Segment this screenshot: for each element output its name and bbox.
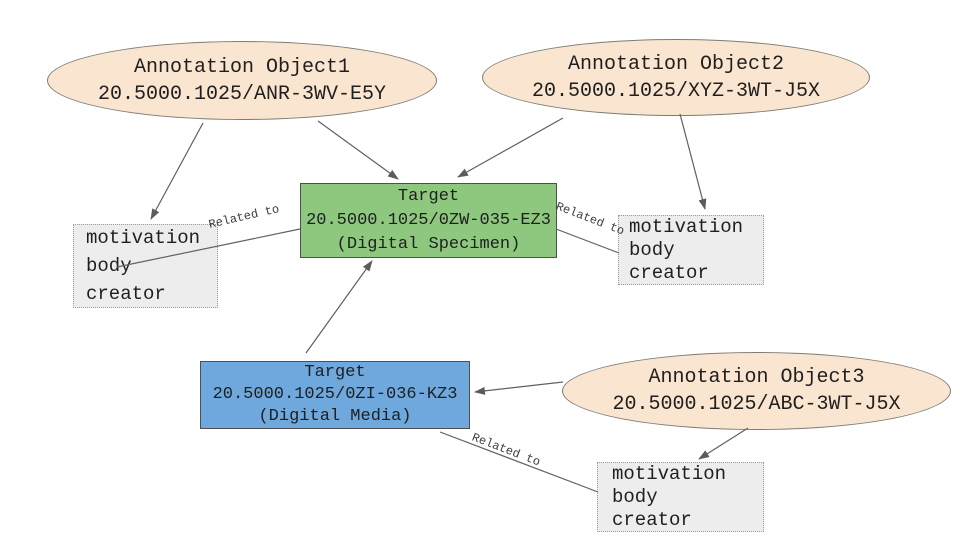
annotation-object1-node: Annotation Object1 20.5000.1025/ANR-3WV-… <box>47 41 437 120</box>
annotation-object2-title: Annotation Object2 <box>567 52 785 76</box>
edge-annotation1-to-fields-left <box>150 122 204 220</box>
field-body: body <box>86 255 132 277</box>
related-to-label-right: Related to <box>553 199 627 239</box>
field-creator: creator <box>612 508 692 531</box>
annotation3-fields-node: motivation body creator <box>597 462 764 532</box>
annotation-object3-title: Annotation Object3 <box>648 366 865 389</box>
target-media-title: Target <box>304 363 366 382</box>
annotation-object1-title: Annotation Object1 <box>133 55 351 79</box>
annotation-object1-pid: 20.5000.1025/ANR-3WV-E5Y <box>97 82 387 106</box>
edge-annotation2-to-fields-right <box>679 113 707 210</box>
edge-target-media-to-target-specimen <box>305 260 373 354</box>
field-body: body <box>629 238 675 261</box>
annotation-object3-node: Annotation Object3 20.5000.1025/ABC-3WT-… <box>562 352 951 430</box>
annotation1-fields-node: motivation body creator <box>73 224 218 308</box>
related-to-label-bottom: Related to <box>469 430 543 470</box>
annotation-object2-pid: 20.5000.1025/XYZ-3WT-J5X <box>531 79 821 103</box>
edge-annotation3-to-fields-bottom <box>698 427 749 460</box>
annotation-object3-pid: 20.5000.1025/ABC-3WT-J5X <box>612 393 901 416</box>
target-specimen-pid: 20.5000.1025/0ZW-035-EZ3 <box>306 210 551 230</box>
edge-annotation1-to-target-specimen <box>317 120 399 180</box>
field-creator: creator <box>86 283 166 305</box>
field-body: body <box>612 485 658 508</box>
related-to-label-left: Related to <box>207 202 281 232</box>
target-specimen-title: Target <box>397 186 460 206</box>
field-motivation: motivation <box>86 227 201 249</box>
target-media-type: (Digital Media) <box>258 407 412 426</box>
target-digital-specimen-node: Target 20.5000.1025/0ZW-035-EZ3 (Digital… <box>300 183 557 258</box>
target-digital-media-node: Target 20.5000.1025/0ZI-036-KZ3 (Digital… <box>200 361 470 429</box>
field-creator: creator <box>629 261 709 284</box>
edge-annotation2-to-target-specimen <box>457 117 564 178</box>
field-motivation: motivation <box>629 215 744 238</box>
edge-annotation3-to-target-media <box>474 381 564 395</box>
target-specimen-type: (Digital Specimen) <box>336 234 521 254</box>
annotation-object2-node: Annotation Object2 20.5000.1025/XYZ-3WT-… <box>482 39 870 116</box>
target-media-pid: 20.5000.1025/0ZI-036-KZ3 <box>212 385 458 404</box>
field-motivation: motivation <box>612 462 727 485</box>
annotation2-fields-node: motivation body creator <box>618 215 764 285</box>
